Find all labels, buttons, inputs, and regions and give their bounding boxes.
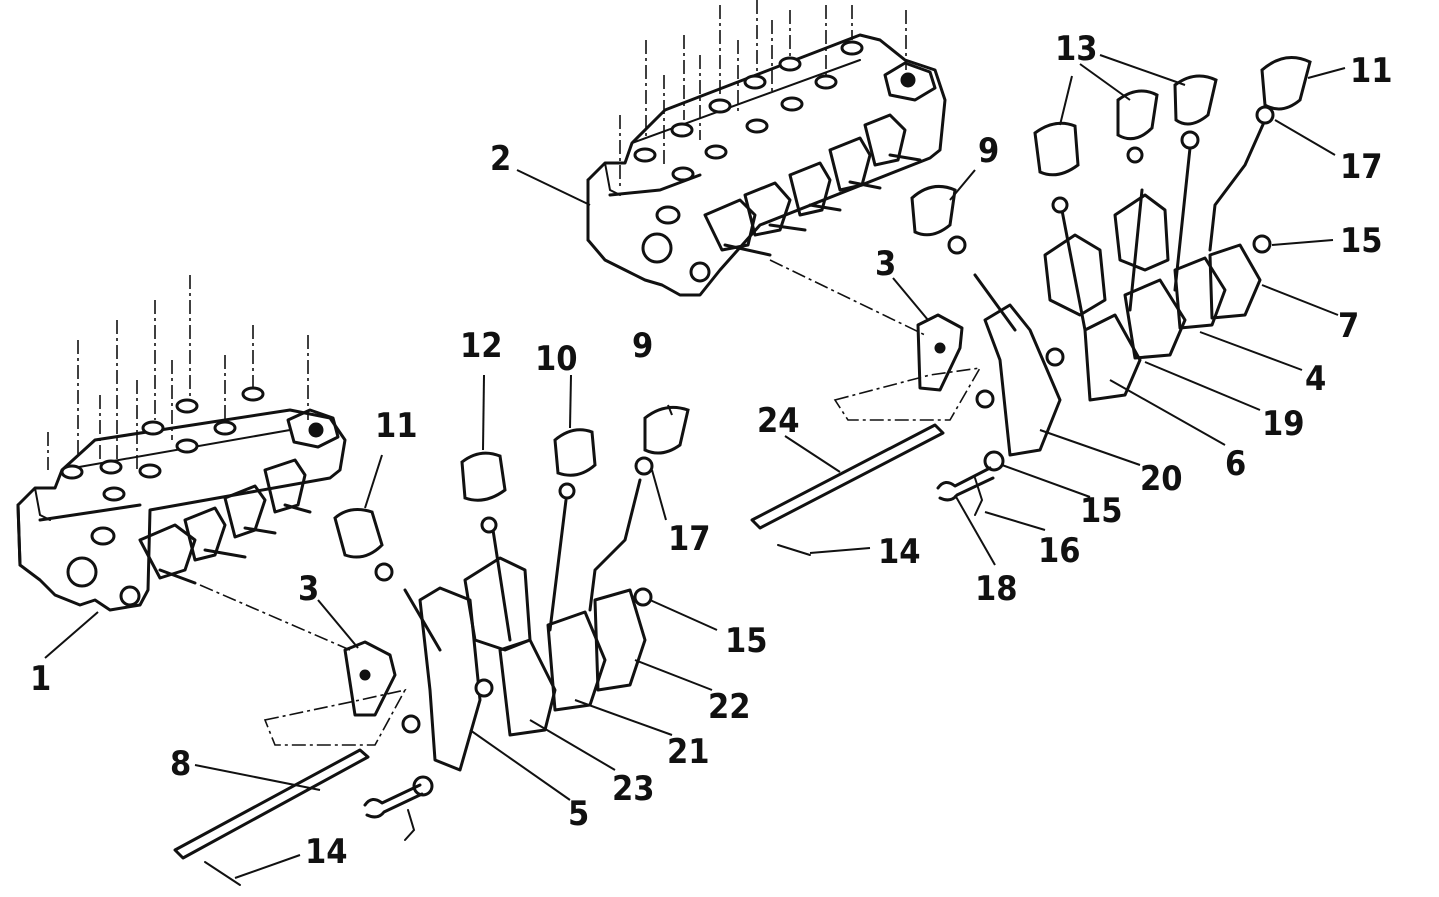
callout-15-mid: 15 <box>1080 491 1123 531</box>
callout-24: 24 <box>757 401 800 441</box>
callout-14-right: 14 <box>878 532 921 572</box>
callout-15-right: 15 <box>1340 221 1383 261</box>
callout-6: 6 <box>1225 444 1246 484</box>
left-valve-body <box>16 275 351 651</box>
right-lever-bracket <box>833 313 982 421</box>
right-lever-group <box>750 56 1312 556</box>
callout-8: 8 <box>170 744 191 784</box>
callout-19: 19 <box>1262 404 1305 444</box>
callout-11-left: 11 <box>375 406 418 446</box>
knob-11-right <box>1260 56 1312 111</box>
callout-9-right: 9 <box>978 131 999 171</box>
knob-10 <box>553 428 597 477</box>
callout-14-left: 14 <box>305 832 348 872</box>
callout-15-left: 15 <box>725 621 768 661</box>
callout-12: 12 <box>460 326 503 366</box>
right-valve-body <box>586 0 947 336</box>
callout-4: 4 <box>1305 359 1326 399</box>
left-lever-group <box>173 405 690 886</box>
callout-21: 21 <box>667 732 710 772</box>
knob-9-left <box>643 405 690 455</box>
leader-lines <box>44 54 1346 879</box>
knob-13-a <box>1033 121 1080 177</box>
callout-7: 7 <box>1338 306 1359 346</box>
callout-3-left: 3 <box>298 569 319 609</box>
knob-13-b <box>1116 89 1159 141</box>
callout-16: 16 <box>1038 531 1081 571</box>
callout-18: 18 <box>975 569 1018 609</box>
callout-17-right: 17 <box>1340 147 1383 187</box>
left-lever-bracket <box>263 640 407 746</box>
callout-11-right: 11 <box>1350 51 1393 91</box>
callout-17-left: 17 <box>668 519 711 559</box>
knob-13-c <box>1173 74 1218 126</box>
knob-12 <box>460 451 507 502</box>
knob-9-right <box>910 184 957 237</box>
callout-20: 20 <box>1140 459 1183 499</box>
callout-10: 10 <box>535 339 578 379</box>
knob-11-left <box>333 508 384 559</box>
callout-13: 13 <box>1055 29 1098 69</box>
callout-23: 23 <box>612 769 655 809</box>
callout-9-left: 9 <box>632 326 653 366</box>
callout-5: 5 <box>568 794 589 834</box>
callout-22: 22 <box>708 687 751 727</box>
callout-2: 2 <box>490 139 511 179</box>
callout-labels: 1 2 3 3 4 5 6 7 8 9 9 10 11 11 12 13 14 … <box>30 29 1393 872</box>
callout-1: 1 <box>30 659 51 699</box>
callout-3-right: 3 <box>875 244 896 284</box>
